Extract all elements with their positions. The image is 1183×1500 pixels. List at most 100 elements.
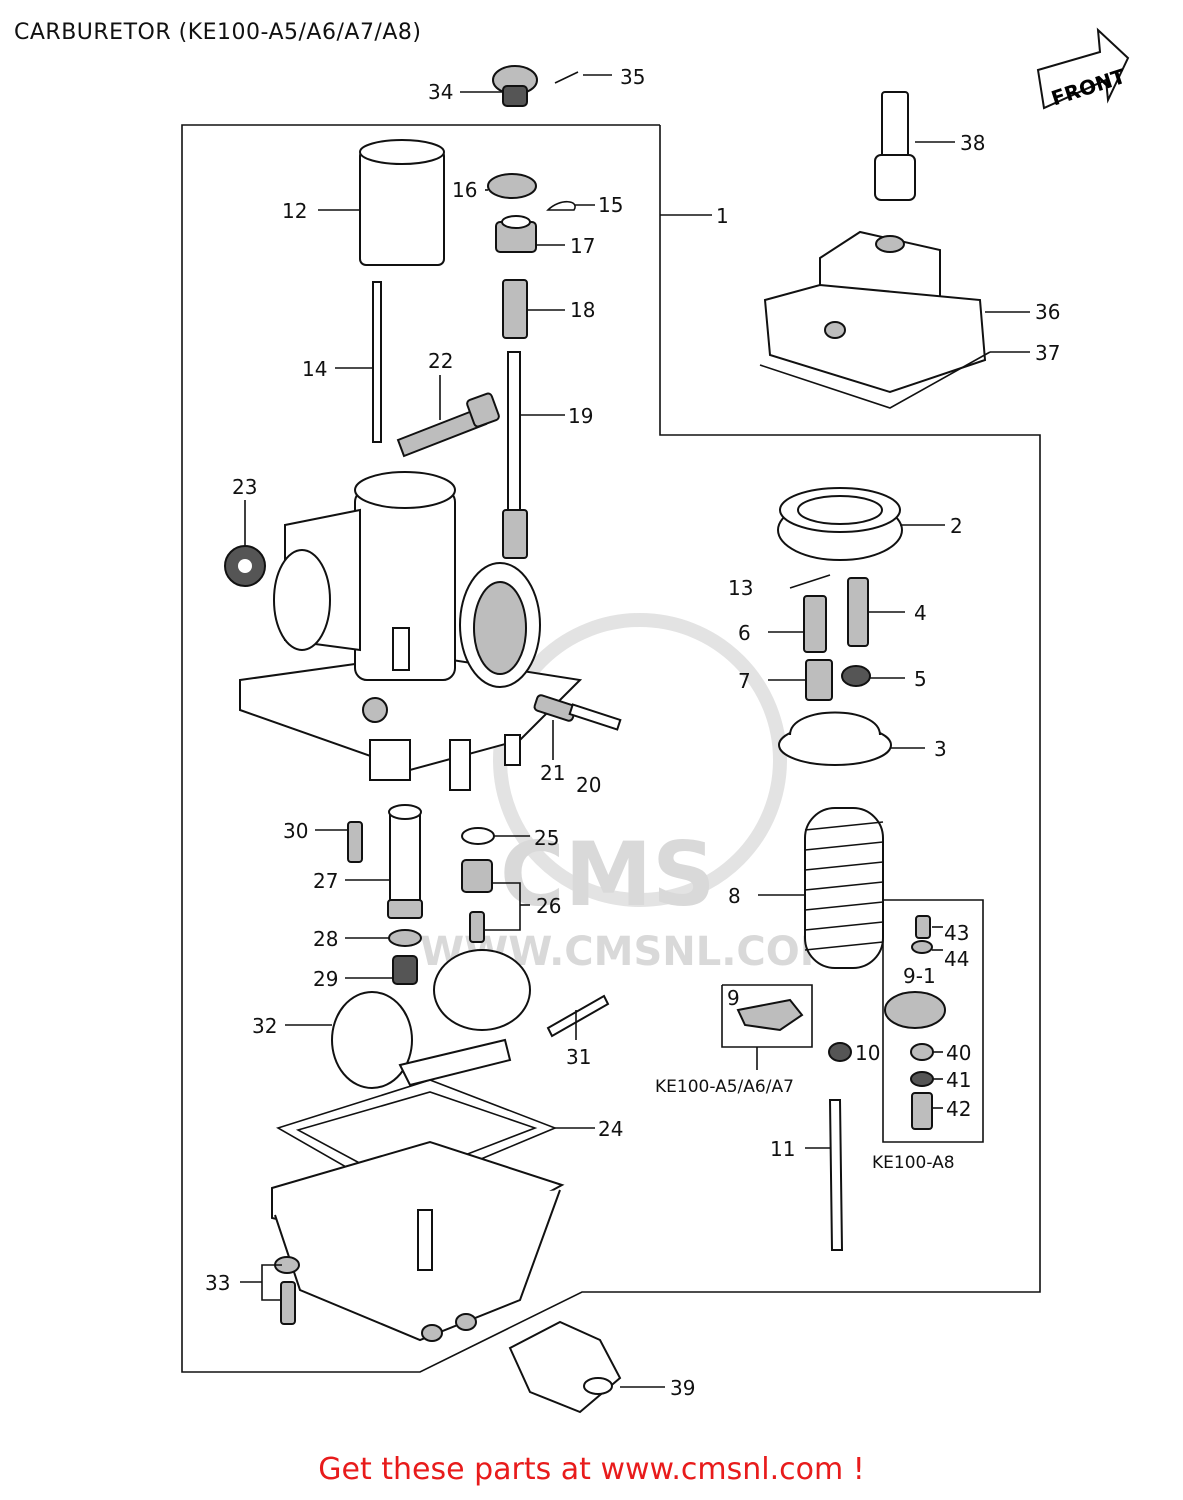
group-label-a5a6a7: KE100-A5/A6/A7 bbox=[655, 1077, 794, 1097]
part-23-nut bbox=[224, 545, 266, 587]
assembly-outline bbox=[181, 124, 1041, 1373]
part-7-spring bbox=[805, 659, 833, 701]
callout-30: 30 bbox=[283, 819, 308, 843]
part-27-tube bbox=[387, 804, 423, 919]
part-35-clip bbox=[554, 71, 579, 84]
part-16-cap bbox=[487, 173, 537, 199]
callout-11: 11 bbox=[770, 1137, 795, 1161]
callout-2: 2 bbox=[950, 514, 963, 538]
part-43-screw bbox=[915, 915, 931, 939]
exploded-parts-diagram: CMS WWW.CMSNL.COM FRONT bbox=[181, 27, 1130, 1414]
callout-8: 8 bbox=[728, 884, 741, 908]
part-12-cylinder bbox=[359, 139, 445, 266]
part-22-screw bbox=[396, 392, 500, 458]
watermark: CMS WWW.CMSNL.COM bbox=[420, 613, 840, 975]
part-9-plate bbox=[736, 998, 804, 1032]
carburetor-body bbox=[239, 471, 583, 791]
part-19-needle-tip bbox=[502, 509, 528, 559]
part-37-gasket bbox=[759, 351, 991, 409]
part-2-ring bbox=[777, 487, 903, 561]
callout-12: 12 bbox=[282, 199, 307, 223]
front-arrow-icon: FRONT bbox=[1036, 27, 1130, 110]
callout-3: 3 bbox=[934, 737, 947, 761]
part-31-pin bbox=[546, 994, 610, 1038]
part-6-screw bbox=[803, 595, 827, 653]
callout-29: 29 bbox=[313, 967, 338, 991]
callout-19: 19 bbox=[568, 404, 593, 428]
part-36-cap bbox=[763, 230, 987, 394]
part-39-bracket bbox=[508, 1320, 622, 1414]
part-19-needle bbox=[507, 351, 521, 513]
callout-44: 44 bbox=[944, 947, 969, 971]
callout-35: 35 bbox=[620, 65, 645, 89]
part-44-washer bbox=[911, 940, 933, 954]
callout-labels: 34 35 12 16 15 17 18 19 1 38 36 37 14 22… bbox=[205, 65, 1060, 1400]
callout-13: 13 bbox=[728, 576, 753, 600]
part-34-cap bbox=[492, 65, 538, 107]
part-33-screw bbox=[280, 1281, 296, 1325]
callout-24: 24 bbox=[598, 1117, 623, 1141]
callout-20: 20 bbox=[576, 773, 601, 797]
part-5-nut bbox=[841, 665, 871, 687]
part-28-washer bbox=[388, 929, 422, 947]
group-box-a8 bbox=[882, 899, 984, 1143]
callout-6: 6 bbox=[738, 621, 751, 645]
part-38-cable-adjuster bbox=[874, 91, 916, 201]
callout-38: 38 bbox=[960, 131, 985, 155]
part-29-jet bbox=[392, 955, 418, 985]
part-15-ring bbox=[546, 200, 576, 211]
part-25-washer bbox=[461, 827, 495, 845]
part-40-nut bbox=[910, 1043, 934, 1061]
part-41-washer bbox=[910, 1071, 934, 1087]
leader-lines bbox=[240, 74, 1030, 1388]
watermark-brand: CMS bbox=[500, 823, 716, 926]
part-32-float bbox=[331, 949, 531, 1089]
diagram-title: CARBURETOR (KE100-A5/A6/A7/A8) bbox=[14, 20, 422, 45]
callout-36: 36 bbox=[1035, 300, 1060, 324]
callout-17: 17 bbox=[570, 234, 595, 258]
callout-40: 40 bbox=[946, 1041, 971, 1065]
callout-37: 37 bbox=[1035, 341, 1060, 365]
part-18-spring bbox=[502, 279, 528, 339]
callout-28: 28 bbox=[313, 927, 338, 951]
callout-33: 33 bbox=[205, 1271, 230, 1295]
part-20-21-screw bbox=[533, 694, 622, 731]
callout-4: 4 bbox=[914, 601, 927, 625]
callout-34: 34 bbox=[428, 80, 453, 104]
callout-41: 41 bbox=[946, 1068, 971, 1092]
callout-39: 39 bbox=[670, 1376, 695, 1400]
callout-22: 22 bbox=[428, 349, 453, 373]
callout-5: 5 bbox=[914, 667, 927, 691]
float-bowl bbox=[271, 1140, 565, 1342]
callout-21: 21 bbox=[540, 761, 565, 785]
part-42-spring bbox=[911, 1092, 933, 1130]
callout-42: 42 bbox=[946, 1097, 971, 1121]
callout-15: 15 bbox=[598, 193, 623, 217]
group-label-a8: KE100-A8 bbox=[872, 1153, 955, 1173]
part-3-cap bbox=[778, 711, 892, 766]
callout-23: 23 bbox=[232, 475, 257, 499]
part-10-nut bbox=[828, 1042, 852, 1062]
part-17-nut bbox=[495, 215, 537, 253]
part-26-valve bbox=[469, 911, 485, 943]
part-11-needle bbox=[828, 1099, 844, 1251]
callout-27: 27 bbox=[313, 869, 338, 893]
callout-9: 9 bbox=[727, 986, 740, 1010]
callout-31: 31 bbox=[566, 1045, 591, 1069]
callout-1: 1 bbox=[716, 204, 729, 228]
callout-18: 18 bbox=[570, 298, 595, 322]
callout-32: 32 bbox=[252, 1014, 277, 1038]
callout-14: 14 bbox=[302, 357, 327, 381]
callout-9-1: 9-1 bbox=[903, 964, 936, 988]
footer-link-text: Get these parts at www.cmsnl.com ! bbox=[318, 1452, 865, 1487]
part-14-rod bbox=[372, 281, 382, 443]
part-4-adjuster bbox=[847, 577, 869, 647]
callout-26: 26 bbox=[536, 894, 561, 918]
callout-25: 25 bbox=[534, 826, 559, 850]
callout-10: 10 bbox=[855, 1041, 880, 1065]
part-26-seat bbox=[461, 859, 493, 893]
callout-16: 16 bbox=[452, 178, 477, 202]
part-9-1-plate bbox=[884, 991, 946, 1029]
group-box-a5a6a7 bbox=[721, 984, 813, 1048]
part-8-spring bbox=[804, 807, 884, 969]
